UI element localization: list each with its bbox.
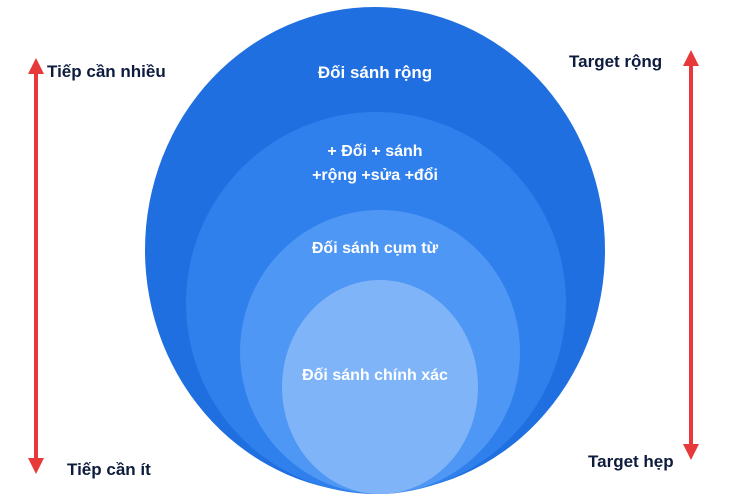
exact-match-circle xyxy=(282,280,478,494)
left-top-label: Tiếp cần nhiều xyxy=(47,62,166,81)
broad-match-label: Đối sánh rộng xyxy=(317,63,433,82)
right-bottom-label: Target hẹp xyxy=(588,452,674,471)
modified-broad-match-label-line2: +rộng +sửa +đổi xyxy=(312,167,438,184)
left-bottom-label: Tiếp cần ít xyxy=(67,460,151,479)
modified-broad-match-label-line1: + Đối + sánh xyxy=(327,143,423,160)
phrase-match-label: Đối sánh cụm từ xyxy=(311,240,439,257)
exact-match-label: Đối sánh chính xác xyxy=(302,367,448,384)
right-top-label: Target rộng xyxy=(569,52,663,71)
